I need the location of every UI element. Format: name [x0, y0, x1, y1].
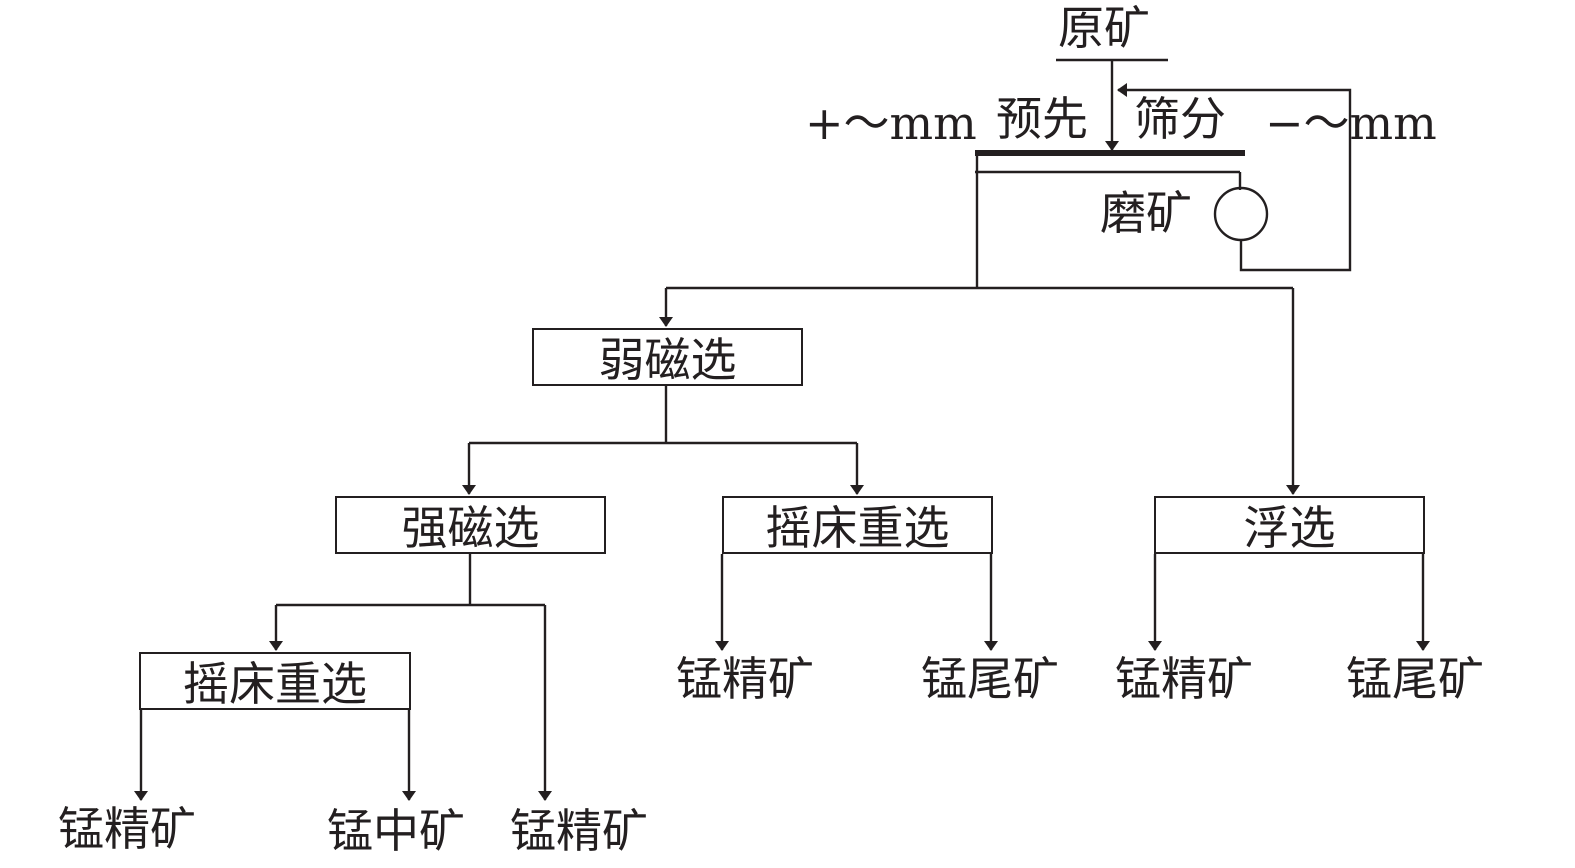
flotation-box: 浮选 — [1154, 496, 1425, 555]
table2-concentrate-product: 锰精矿 — [676, 652, 814, 706]
table1-concentrate-product: 锰精矿 — [58, 802, 196, 856]
table2-tailing-product: 锰尾矿 — [921, 652, 1059, 706]
recycle-loop — [1117, 83, 1352, 272]
screen-oversize-label: +～mm — [805, 96, 977, 150]
shaking-table-2-label: 摇床重选 — [765, 501, 950, 555]
flotation-concentrate-product: 锰精矿 — [1115, 652, 1253, 706]
strong-magnetic-label: 强磁选 — [401, 501, 540, 555]
shaking-table-2-box: 摇床重选 — [722, 496, 993, 555]
ball-mill-icon — [1213, 186, 1269, 242]
flotation-label: 浮选 — [1243, 501, 1336, 555]
table1-middling-product: 锰中矿 — [327, 804, 465, 858]
strong-magnetic-box: 强磁选 — [335, 496, 606, 555]
screening-label-left: 预先 — [996, 92, 1088, 146]
grinding-label: 磨矿 — [1100, 186, 1192, 240]
flotation-tailing-product: 锰尾矿 — [1346, 652, 1484, 706]
weak-magnetic-label: 弱磁选 — [598, 333, 737, 387]
weak-magnetic-box: 弱磁选 — [532, 328, 803, 387]
strong-magnetic-concentrate-product: 锰精矿 — [510, 804, 648, 858]
feed-label: 原矿 — [1058, 1, 1150, 55]
shaking-table-1-label: 摇床重选 — [183, 657, 367, 711]
screen-undersize-label: −～mm — [1265, 96, 1437, 150]
shaking-table-1-box: 摇床重选 — [139, 652, 411, 711]
screening-label-right: 筛分 — [1134, 92, 1226, 146]
